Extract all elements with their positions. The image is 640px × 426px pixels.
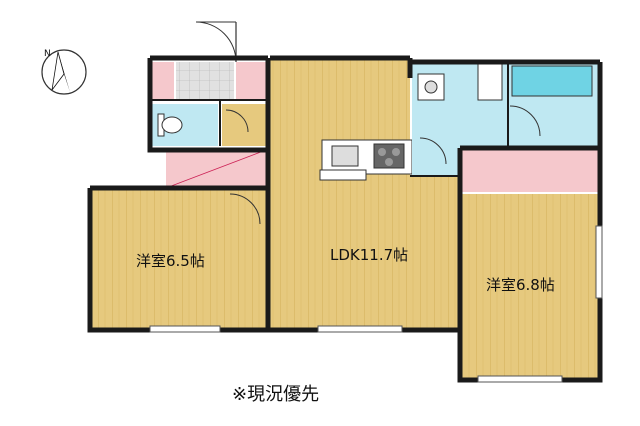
room-label-western-1: 洋室6.5帖	[136, 252, 205, 270]
door-swing-icon	[195, 21, 237, 63]
ldk-area-south	[270, 176, 458, 328]
compass-north-label: N	[44, 49, 51, 59]
washing-machine-space	[477, 63, 503, 101]
western-room-2	[462, 194, 598, 378]
compass-icon: N	[41, 49, 87, 95]
closet-room-2	[462, 150, 598, 192]
kitchen-counter	[319, 139, 413, 181]
shoe-closet	[152, 62, 174, 100]
bathtub-icon	[511, 65, 593, 97]
window-icon	[149, 225, 603, 383]
kitchen-sink-icon	[331, 145, 359, 167]
hallway	[222, 104, 266, 146]
washbasin-icon	[417, 73, 445, 101]
stove-icon	[373, 143, 405, 169]
room-label-western-2: 洋室6.8帖	[486, 276, 555, 294]
toilet-icon	[157, 113, 183, 137]
room-label-ldk: LDK11.7帖	[330, 246, 409, 264]
western-room-1	[92, 190, 270, 328]
entry-closet	[236, 62, 266, 100]
current-condition-note: ※現況優先	[232, 384, 320, 405]
entrance-tile	[176, 62, 234, 100]
